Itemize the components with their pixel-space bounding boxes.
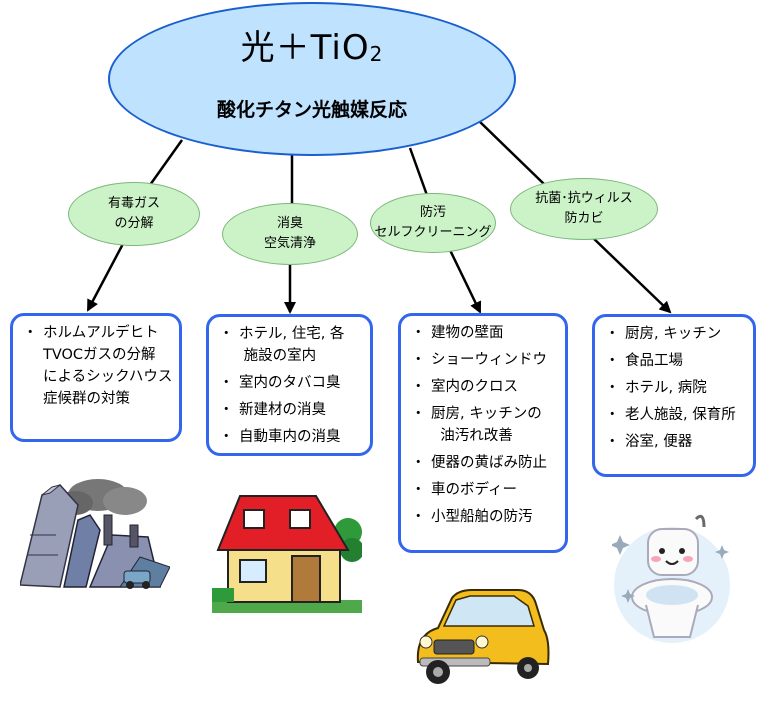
list-item: ・厨房, キッチンの 油汚れ改善: [409, 403, 557, 447]
bullet-mark: ・: [411, 379, 426, 395]
category-antifouling: 防汚 セルフクリーニング: [370, 193, 496, 253]
list-item-text: ホテル, 病院: [625, 380, 707, 396]
connector-line: [148, 139, 184, 186]
list-item: ・車のボディー: [409, 479, 557, 501]
bullet-mark: ・: [411, 482, 426, 498]
list-item-text: ショーウィンドウ: [431, 352, 547, 368]
list-item-text: 厨房, キッチン: [625, 326, 722, 342]
list-item-text: ホルムアルデヒト TVOCガスの分解 によるシックハウス 症候群の対策: [43, 325, 173, 407]
list-item-text: 建物の壁面: [431, 325, 504, 341]
bullet-mark: ・: [219, 402, 234, 418]
bullet-mark: ・: [605, 434, 620, 450]
category-toxic-gas: 有毒ガス の分解: [68, 182, 200, 246]
application-box-antifouling: ・建物の壁面・ショーウィンドウ・室内のクロス・厨房, キッチンの 油汚れ改善・便…: [398, 313, 568, 553]
car-illustration: [416, 589, 550, 684]
list-item: ・浴室, 便器: [603, 431, 745, 453]
main-title-subscript: 2: [369, 42, 384, 66]
application-list: ・建物の壁面・ショーウィンドウ・室内のクロス・厨房, キッチンの 油汚れ改善・便…: [409, 322, 557, 528]
list-item: ・建物の壁面: [409, 322, 557, 344]
bullet-mark: ・: [23, 325, 38, 341]
connector-line: [408, 147, 430, 199]
application-box-deodorize: ・ホテル, 住宅, 各 施設の室内・室内のタバコ臭・新建材の消臭・自動車内の消臭: [206, 314, 373, 456]
list-item-text: 新建材の消臭: [239, 402, 326, 418]
list-item-text: 厨房, キッチンの 油汚れ改善: [431, 406, 542, 444]
list-item: ・ホルムアルデヒト TVOCガスの分解 によるシックハウス 症候群の対策: [21, 322, 173, 410]
connector-arrow: [86, 239, 127, 312]
list-item: ・自動車内の消臭: [217, 426, 362, 448]
application-box-toxic-gas: ・ホルムアルデヒト TVOCガスの分解 によるシックハウス 症候群の対策: [10, 313, 182, 442]
bullet-mark: ・: [605, 380, 620, 396]
list-item: ・室内のタバコ臭: [217, 372, 362, 394]
list-item-text: 車のボディー: [431, 482, 517, 498]
list-item-text: 浴室, 便器: [625, 434, 693, 450]
bullet-mark: ・: [411, 406, 426, 422]
main-subtitle: 酸化チタン光触媒反応: [216, 99, 407, 121]
list-item-text: ホテル, 住宅, 各 施設の室内: [239, 326, 345, 364]
list-item: ・ショーウィンドウ: [409, 349, 557, 371]
list-item: ・室内のクロス: [409, 376, 557, 398]
list-item: ・食品工場: [603, 350, 745, 372]
bullet-mark: ・: [219, 326, 234, 342]
list-item: ・ホテル, 住宅, 各 施設の室内: [217, 323, 362, 367]
connector-line: [477, 119, 546, 186]
list-item: ・老人施設, 保育所: [603, 404, 745, 426]
list-item-text: 小型船舶の防汚: [431, 509, 533, 525]
application-list: ・ホルムアルデヒト TVOCガスの分解 によるシックハウス 症候群の対策: [21, 322, 173, 410]
list-item-text: 室内のクロス: [431, 379, 518, 395]
list-item: ・ホテル, 病院: [603, 377, 745, 399]
list-item-text: 食品工場: [625, 353, 683, 369]
list-item-text: 自動車内の消臭: [239, 429, 341, 445]
bullet-mark: ・: [605, 407, 620, 423]
bullet-mark: ・: [219, 375, 234, 391]
connector-arrow: [589, 234, 672, 314]
list-item-text: 便器の黄ばみ防止: [431, 455, 547, 471]
toilet-illustration: [612, 514, 730, 643]
category-antibacterial: 抗菌･抗ウィルス 防カビ: [510, 178, 658, 240]
main-title: 光＋TiO2: [108, 28, 516, 74]
category-deodorize: 消臭 空気清浄: [222, 203, 358, 265]
main-title-text: 光＋TiO: [240, 28, 370, 68]
list-item-text: 老人施設, 保育所: [625, 407, 736, 423]
application-box-antibacterial: ・厨房, キッチン・食品工場・ホテル, 病院・老人施設, 保育所・浴室, 便器: [592, 314, 756, 477]
bullet-mark: ・: [411, 509, 426, 525]
house-illustration: [212, 495, 362, 613]
application-list: ・ホテル, 住宅, 各 施設の室内・室内のタバコ臭・新建材の消臭・自動車内の消臭: [217, 323, 362, 448]
factory-illustration: [20, 479, 170, 589]
list-item-text: 室内のタバコ臭: [239, 375, 341, 391]
list-item: ・新建材の消臭: [217, 399, 362, 421]
bullet-mark: ・: [605, 326, 620, 342]
bullet-mark: ・: [411, 325, 426, 341]
list-item: ・小型船舶の防汚: [409, 506, 557, 528]
connector-arrow: [448, 249, 482, 314]
bullet-mark: ・: [605, 353, 620, 369]
list-item: ・便器の黄ばみ防止: [409, 452, 557, 474]
bullet-mark: ・: [411, 455, 426, 471]
list-item: ・厨房, キッチン: [603, 323, 745, 345]
bullet-mark: ・: [411, 352, 426, 368]
main-concept-ellipse: [108, 2, 516, 156]
bullet-mark: ・: [219, 429, 234, 445]
application-list: ・厨房, キッチン・食品工場・ホテル, 病院・老人施設, 保育所・浴室, 便器: [603, 323, 745, 453]
